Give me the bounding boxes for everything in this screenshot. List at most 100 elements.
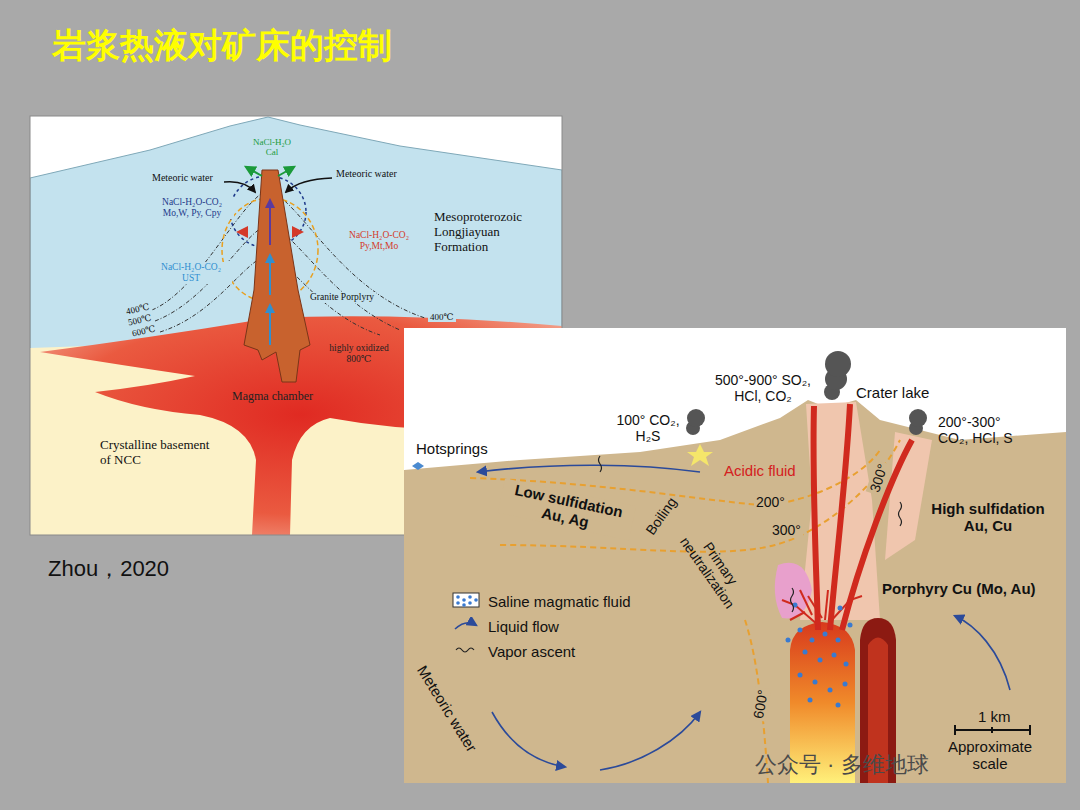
fluid-arrow (269, 200, 271, 245)
fluid-label: Acidic fluid (722, 462, 798, 479)
fluid-arrow (286, 178, 332, 192)
saline-fluid-dot (828, 688, 833, 693)
rock-label: Granite Porplyry (308, 292, 376, 303)
vein (790, 612, 805, 620)
vapor-ascent (599, 456, 602, 472)
fluid-label: NaCl-H₂O Cal (247, 137, 297, 158)
fluid-arrow (224, 167, 332, 345)
saline-fluid-dot (838, 606, 843, 611)
saline-fluid-dot (836, 703, 841, 708)
flow-label: Meteoric water (150, 172, 215, 184)
legend-sample (452, 592, 482, 610)
conduit (813, 406, 818, 630)
hotspring (412, 462, 424, 470)
saline-fluid-dot (810, 638, 815, 643)
saline-fluid-dot (798, 673, 803, 678)
liquid-flow-arrow (478, 465, 1010, 770)
vein (825, 590, 828, 620)
fluid-arrow (224, 182, 255, 192)
legend-sample (468, 601, 472, 605)
saline-fluid-dot (832, 653, 837, 658)
isotherm-label: 400℃ (428, 312, 456, 322)
plume (909, 409, 927, 427)
magma-label: highly oxidized 800℃ (322, 343, 396, 365)
saline-fluid-dot (836, 638, 841, 643)
legend-sample (474, 598, 478, 602)
isotherm-label: 200° (754, 494, 787, 510)
region-label: Magma chamber (232, 390, 313, 404)
liquid-flow-arrow (955, 616, 1010, 690)
deposit-label: High sulfidation Au, Cu (918, 500, 1058, 535)
legend-sample (455, 623, 476, 629)
plume (825, 351, 851, 377)
plume (687, 409, 705, 427)
fluid-arrow (269, 305, 271, 345)
saline-fluid-dot (843, 682, 848, 687)
isotherm-line (470, 440, 900, 783)
slide-title: 岩浆热液对矿床的控制 (52, 26, 392, 65)
saline-fluid-dot (823, 632, 828, 637)
watermark: 公众号 · 多维地球 (755, 752, 929, 777)
saline-fluid-dot (803, 650, 808, 655)
region-label: Mesoproterozoic Longjiayuan Formation (434, 210, 552, 255)
fluid-label: NaCl-H₂O-CO₂ Py,Mt,Mo (336, 230, 422, 252)
legend-sample (452, 642, 482, 660)
gas-label: 500°-900° SO₂, HCl, CO₂ (712, 372, 814, 404)
gas-label: 200°-300° CO₂, HCl, S (938, 414, 1030, 446)
legend-sample (456, 648, 474, 652)
flow-label: Meteoric water (334, 168, 399, 180)
fluid-arrow (246, 167, 262, 176)
liquid-flow-arrow (478, 465, 700, 472)
scale-bar (1029, 725, 1031, 735)
legend-sample (452, 617, 482, 635)
legend-sample (456, 601, 460, 605)
legend-sample (468, 595, 472, 599)
scale-bar (955, 725, 1030, 735)
epithermal-section (404, 400, 1066, 783)
saline-fluid-dot (813, 680, 818, 685)
vein (830, 596, 862, 622)
saline-fluid-dot (818, 658, 823, 663)
legend-item: Vapor ascent (452, 642, 575, 660)
citation: Zhou，2020 (48, 556, 169, 581)
conduit (830, 404, 850, 630)
vein (800, 590, 812, 615)
scale-bar (991, 727, 993, 733)
saline-fluid-dot (808, 698, 813, 703)
fluid-arrow (278, 167, 294, 176)
gas-label: 100° CO₂, H₂S (616, 412, 680, 444)
fluid-arrow (236, 226, 248, 238)
region-label: Crystalline basement of NCC (100, 438, 212, 468)
legend-sample (453, 593, 479, 607)
feature-label: Crater lake (856, 384, 929, 401)
vapor-ascent (899, 502, 902, 526)
legend-item: Saline magmatic fluid (452, 592, 631, 610)
fluid-arrow (269, 255, 271, 295)
liquid-flow-arrow (492, 712, 565, 767)
legend-text: Vapor ascent (488, 643, 575, 660)
liquid-flow-arrow (600, 712, 700, 770)
epithermal-section (404, 328, 1066, 783)
granite-porphyry (244, 170, 310, 382)
neutralization-zone (775, 563, 812, 619)
saline-fluid-dot (848, 623, 853, 628)
fluid-arrow (292, 226, 304, 238)
vein (808, 596, 822, 618)
legend-sample (462, 598, 466, 602)
saline-fluid-dot (786, 638, 791, 643)
fluid-label: NaCl-H₂O-CO₂ Mo,W, Py, Cpy (150, 197, 234, 219)
isotherm-label: 300° (770, 522, 803, 538)
vapor-ascent (599, 456, 902, 612)
saline-fluid-dot (844, 662, 849, 667)
feature-label: Hotsprings (416, 440, 488, 457)
legend-text: Liquid flow (488, 618, 559, 635)
legend-item: Liquid flow (452, 617, 559, 635)
scale-label: Approximate scale (940, 738, 1040, 773)
scale-label: 1 km (978, 708, 1011, 725)
conduit (842, 440, 912, 630)
legend-sample (462, 603, 466, 607)
epithermal-section (404, 328, 1066, 783)
saline-fluid-dot (798, 628, 803, 633)
